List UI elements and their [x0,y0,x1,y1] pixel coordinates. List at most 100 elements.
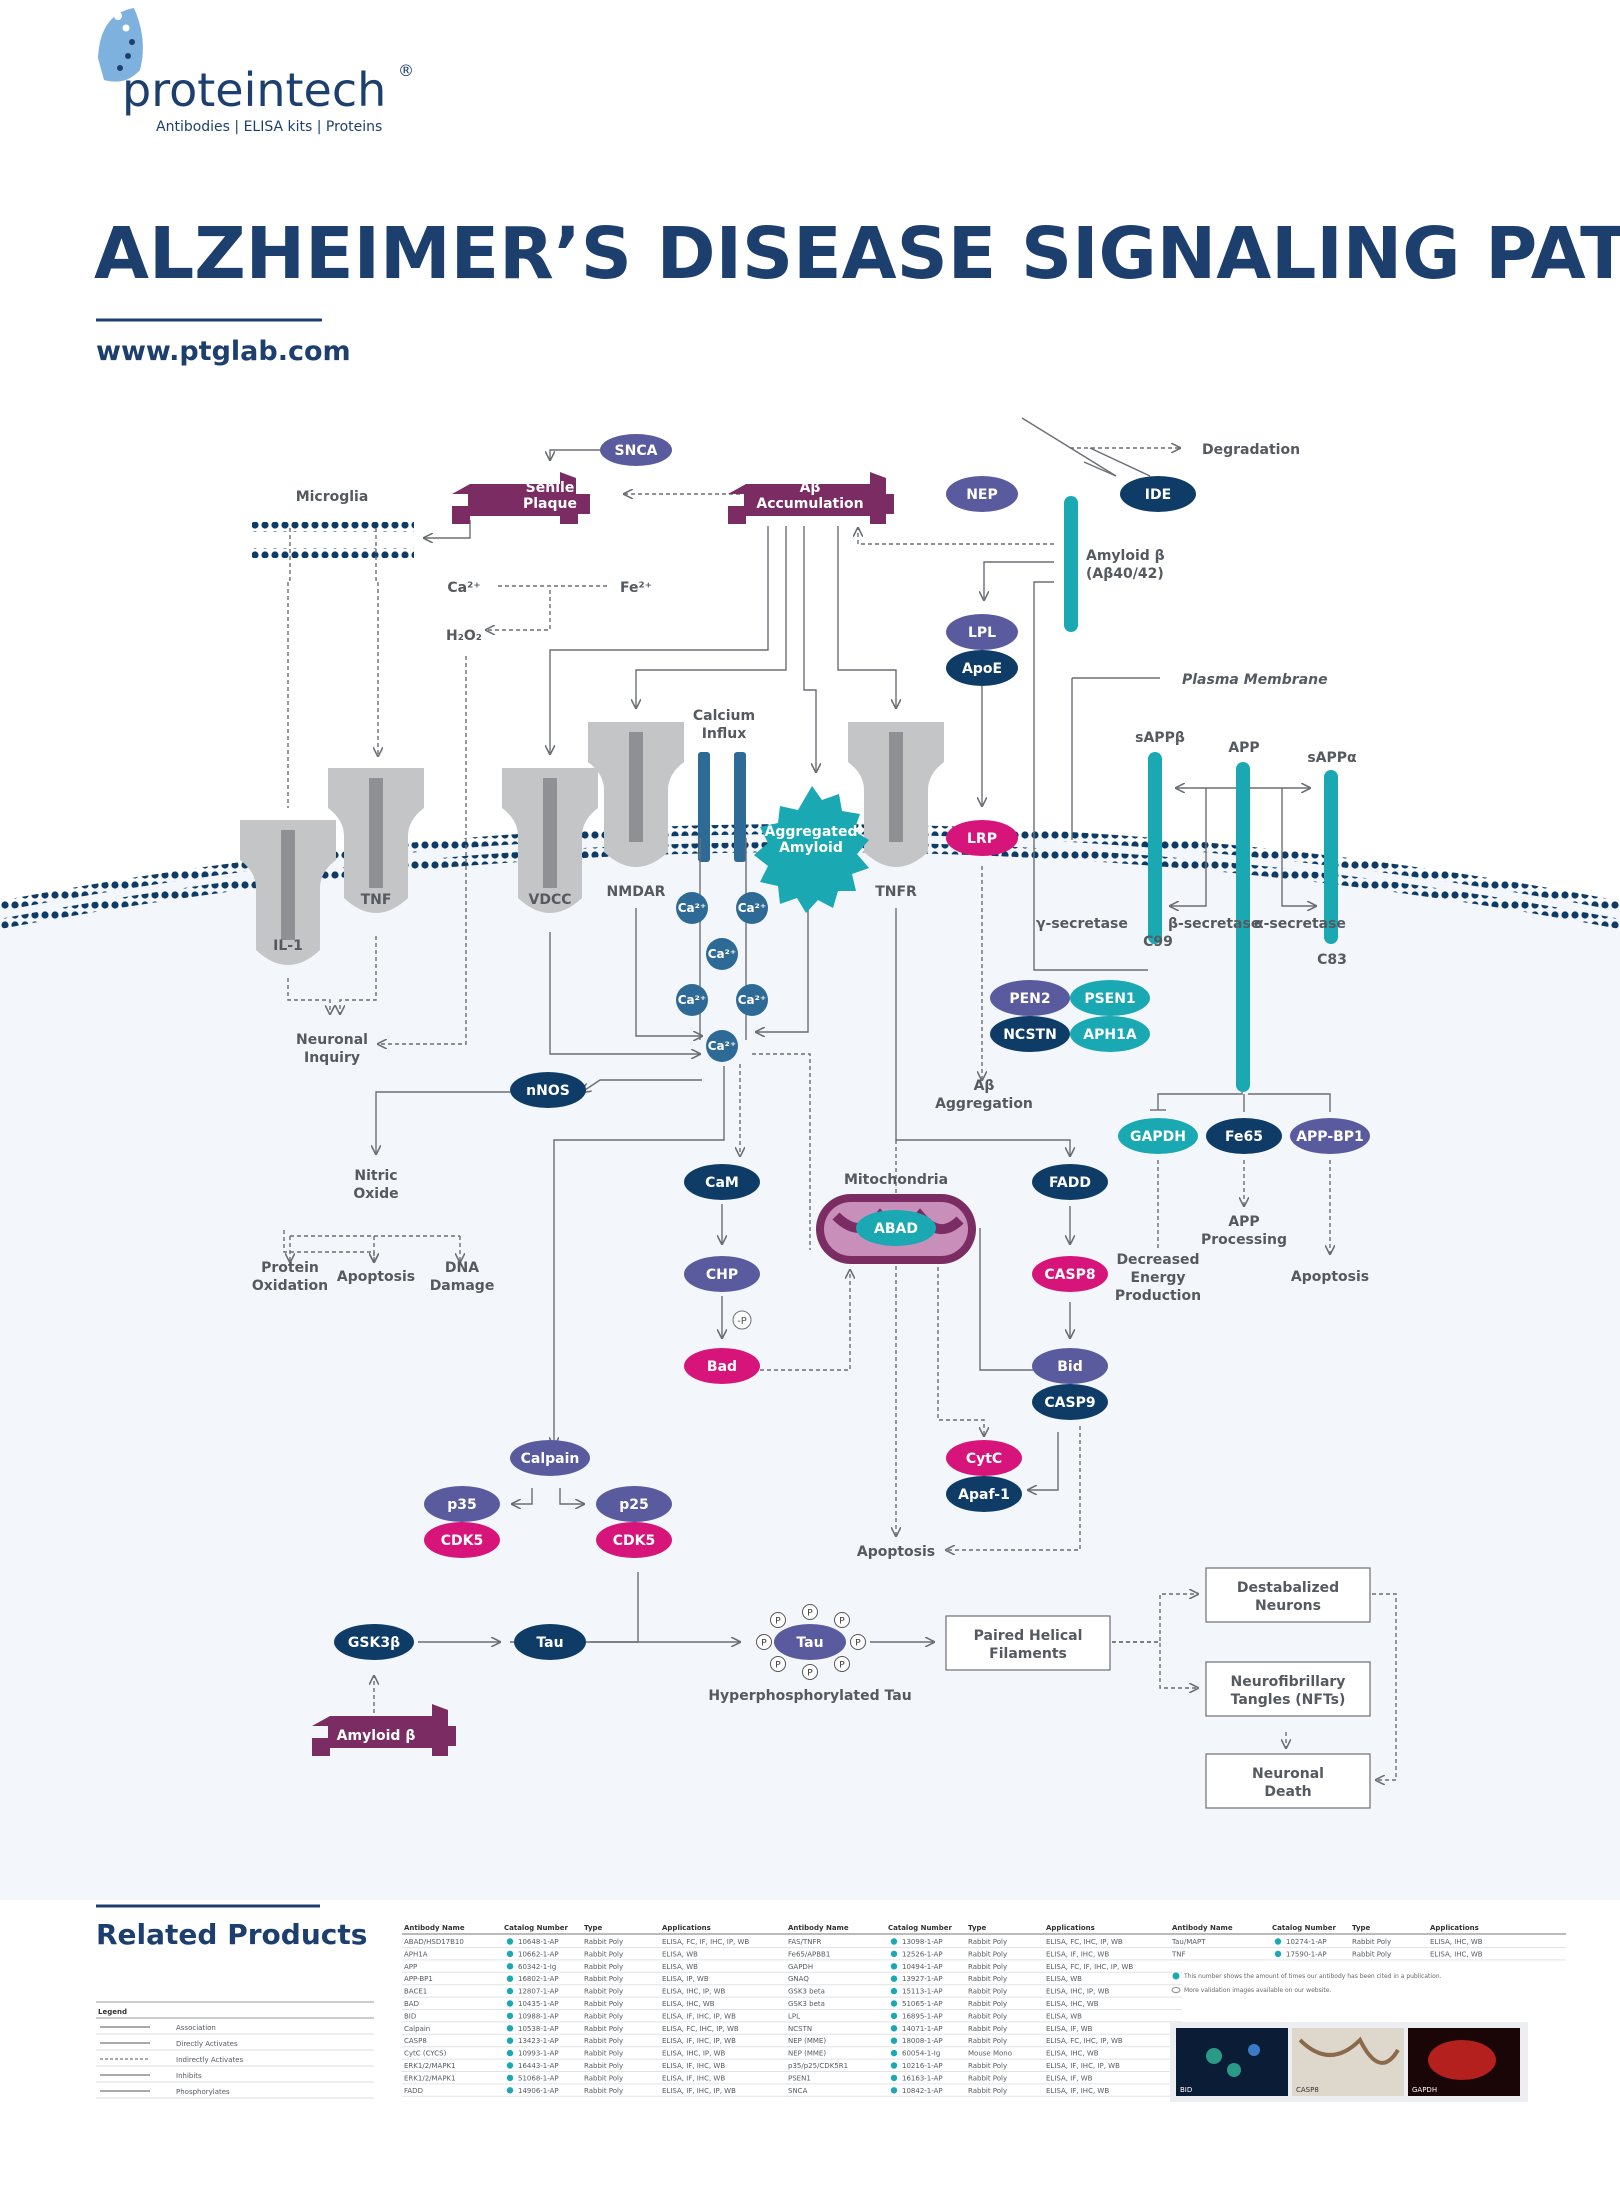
node-fe65-22[interactable]: Fe65 [1206,1118,1282,1154]
table-cell: ELISA, WB [1046,2012,1082,2020]
node-nep-1[interactable]: NEP [946,476,1018,512]
dephosphorylation-label: -P [737,1316,747,1327]
node-fadd-15[interactable]: FADD [1032,1164,1108,1200]
destabilized-neurons-box[interactable]: Destabalized Neurons [1205,1567,1371,1623]
table-cell: ELISA, IF, IHC, IP, WB [662,2012,736,2020]
svg-text:Catalog Number: Catalog Number [504,1924,568,1932]
node-tau-31[interactable]: Tau [774,1624,846,1660]
table-cell: 14906-1-AP [518,2087,559,2095]
table-cell: Rabbit Poly [584,2062,623,2070]
receptor-nmdar[interactable]: NMDAR [588,722,684,900]
node-label-ncstn: NCSTN [1003,1027,1057,1043]
node-apaf1-20[interactable]: Apaf-1 [946,1476,1022,1512]
amyloid-beta-plaque-node[interactable]: Amyloid β [312,1704,456,1756]
table-cell: Rabbit Poly [584,1938,623,1946]
node-appbp1-23[interactable]: APP-BP1 [1290,1118,1370,1154]
node-label-gsk3b: GSK3β [348,1635,400,1651]
node-aph1a-9[interactable]: APH1A [1070,1016,1150,1052]
iron-ion-label: Fe²⁺ [620,580,652,596]
node-chp-12[interactable]: CHP [684,1256,760,1292]
app-protein[interactable] [1236,762,1250,1092]
table-cell: 12526-1-AP [902,1950,943,1958]
table-cell: ELISA, IF, IHC, WB [1046,1950,1109,1958]
apoptosis-label-no: Apoptosis [337,1269,415,1285]
dna-damage-label: DNA [445,1260,479,1276]
legend-item: Directly Activates [176,2040,238,2048]
table-cell: Rabbit Poly [968,1950,1007,1958]
calcium-channel[interactable] [698,752,746,862]
node-cdk5-28[interactable]: CDK5 [596,1522,672,1558]
receptor-tnf[interactable]: TNF [328,768,424,913]
gamma-secretase-label: γ-secretase [1036,916,1128,932]
site-url[interactable]: www.ptglab.com [96,336,351,367]
table-cell: 15113-1-AP [902,1988,943,1996]
node-casp8-16[interactable]: CASP8 [1032,1256,1108,1292]
calcium-influx-label: Calcium [693,708,755,724]
node-ide-2[interactable]: IDE [1120,476,1196,512]
neuronal-death-box[interactable]: Neuronal Death [1205,1753,1371,1809]
nft-box[interactable]: Neurofibrillary Tangles (NFTs) [1205,1661,1371,1717]
aggregated-amyloid-label-2: Amyloid [779,840,843,856]
receptor-tnfr[interactable]: TNFR [848,722,944,900]
table-cell: Rabbit Poly [968,2037,1007,2045]
ab-accumulation-node[interactable]: Aβ Accumulation [728,472,894,524]
node-cytc-19[interactable]: CytC [946,1440,1022,1476]
dna-damage-label-2: Damage [430,1278,495,1294]
ab-aggregation-label-2: Aggregation [935,1096,1033,1112]
table-cell: ELISA, IF, WB [1046,2074,1093,2082]
hydrogen-peroxide-label: H₂O₂ [446,628,482,644]
node-abad-14[interactable]: ABAD [856,1210,936,1246]
c83-fragment[interactable] [1324,770,1338,944]
node-p25-26[interactable]: p25 [596,1486,672,1522]
table-cell: GAPDH [788,1963,813,1971]
calcium-influx-label-2: Influx [702,726,747,742]
aggregated-amyloid-node[interactable]: Aggregated Amyloid [754,786,869,913]
node-apoe-4[interactable]: ApoE [946,650,1018,686]
table-cell: APP [404,1963,417,1971]
table-cell: Rabbit Poly [584,2074,623,2082]
table-cell: 10274-1-AP [1286,1938,1327,1946]
node-psen1-7[interactable]: PSEN1 [1070,980,1150,1016]
node-p35-25[interactable]: p35 [424,1486,500,1522]
node-label-aph1a: APH1A [1083,1027,1137,1043]
table-cell: Fe65/APBB1 [788,1950,830,1958]
table-cell: 10842-1-AP [902,2087,943,2095]
node-bid-17[interactable]: Bid [1032,1348,1108,1384]
node-pen2-6[interactable]: PEN2 [990,980,1070,1016]
tnfr-label: TNFR [875,884,917,900]
node-label-casp8: CASP8 [1044,1267,1095,1283]
node-gsk3b-29[interactable]: GSK3β [334,1624,414,1660]
nmdar-label: NMDAR [607,884,666,900]
node-bad-13[interactable]: Bad [684,1348,760,1384]
node-casp9-18[interactable]: CASP9 [1032,1384,1108,1420]
calcium-ion-label: Ca²⁺ [447,580,480,596]
node-calpain-24[interactable]: Calpain [510,1440,590,1476]
node-tau-30[interactable]: Tau [514,1624,586,1660]
node-gapdh-21[interactable]: GAPDH [1118,1118,1198,1154]
amyloid-beta-fragment[interactable] [1064,496,1078,632]
amyloid-beta-label: Amyloid β [1086,548,1165,564]
ca-ion-5 [736,984,768,1016]
legend-item: Inhibits [176,2072,202,2080]
node-label-abad: ABAD [874,1221,918,1237]
paired-helical-filaments-box[interactable]: Paired Helical Filaments [945,1615,1111,1671]
table-cell: ELISA, FC, IHC, IP, WB [1046,1938,1123,1946]
receptor-vdcc[interactable]: VDCC [502,768,598,913]
c99-fragment[interactable] [1148,752,1162,944]
node-cdk5-27[interactable]: CDK5 [424,1522,500,1558]
node-lpl-3[interactable]: LPL [946,614,1018,650]
logo-drop-icon [98,8,143,82]
senile-plaque-node[interactable]: Senile Plaque [452,472,590,524]
node-cam-11[interactable]: CaM [684,1164,760,1200]
node-label-chp: CHP [706,1267,738,1283]
svg-text:Catalog Number: Catalog Number [1272,1924,1336,1932]
node-ncstn-8[interactable]: NCSTN [990,1016,1070,1052]
table-cell: Rabbit Poly [584,2000,623,2008]
node-snca-0[interactable]: SNCA [600,434,672,466]
node-lrp-5[interactable]: LRP [946,820,1018,856]
receptor-il1[interactable]: IL-1 [240,820,336,965]
table-cell: 51068-1-AP [518,2074,559,2082]
table-cell: BAD [404,2000,419,2008]
node-nnos-10[interactable]: nNOS [510,1072,586,1108]
table-cell: Rabbit Poly [968,1938,1007,1946]
